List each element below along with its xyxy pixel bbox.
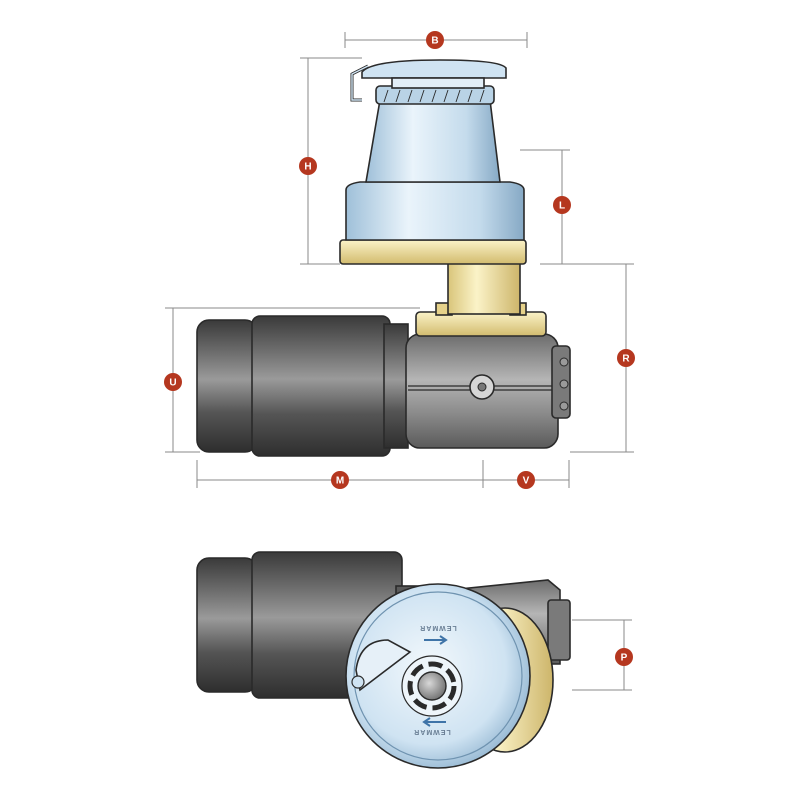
top-view: LEWMAR LEWMAR [196,551,571,769]
svg-text:V: V [523,476,530,487]
svg-text:M: M [336,476,344,487]
winch-drum-top: LEWMAR LEWMAR [345,583,531,769]
badge-v: V [517,471,535,489]
badge-u: U [164,373,182,391]
svg-text:B: B [431,36,438,47]
motor-side [196,315,409,457]
dimension-badges: B H L R U M V P [164,31,635,666]
winch-drum-side [339,59,527,265]
badge-h: H [299,157,317,175]
svg-text:L: L [559,201,565,212]
gearbox-side [405,333,571,449]
svg-text:R: R [622,354,630,365]
badge-m: M [331,471,349,489]
badge-r: R [617,349,635,367]
drum-boss-top [417,671,447,701]
brand-text-bottom: LEWMAR [413,728,451,735]
svg-text:U: U [169,378,176,389]
badge-l: L [553,196,571,214]
svg-text:P: P [621,653,628,664]
brand-text-top: LEWMAR [419,624,457,631]
svg-text:H: H [304,162,311,173]
badge-p: P [615,648,633,666]
bronze-base-side [415,261,547,337]
badge-b: B [426,31,444,49]
side-view [196,59,571,457]
